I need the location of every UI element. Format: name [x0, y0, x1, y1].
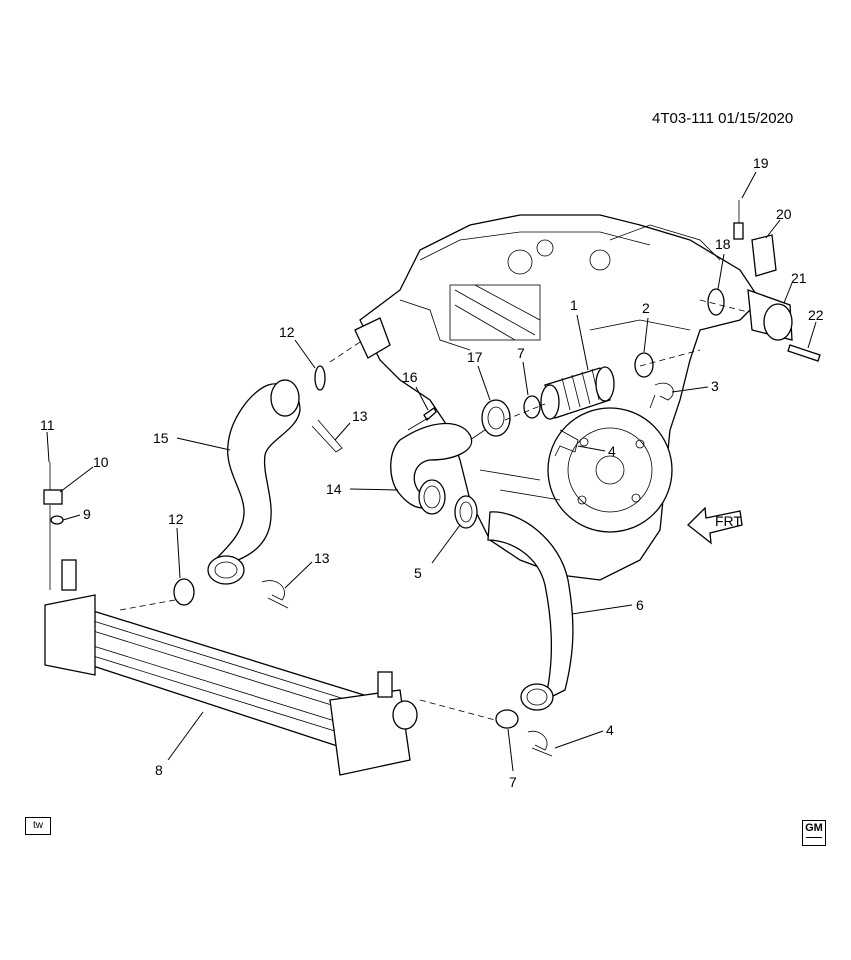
part-21-outlet-pipe [747, 289, 793, 341]
part-22-stud [787, 344, 821, 362]
callout-label: 7 [509, 774, 517, 790]
callout-label: 13 [352, 408, 368, 424]
gm-logo-underline [806, 837, 822, 838]
callout-label: 10 [93, 454, 109, 470]
part-19-bolt [733, 200, 744, 240]
callout-22: 22 [807, 307, 824, 349]
callout-label: 19 [753, 155, 769, 171]
part-7-seal-upper [523, 395, 541, 419]
callout-label: 20 [776, 206, 792, 222]
part-17-coupling [481, 399, 511, 437]
callout-7-upper: 7 [517, 345, 529, 396]
callout-1: 1 [570, 297, 589, 371]
callout-5: 5 [414, 524, 461, 581]
callout-label: 12 [168, 511, 184, 527]
part-3-clip [649, 382, 674, 409]
callout-label: 17 [467, 349, 483, 365]
callout-8: 8 [155, 711, 204, 778]
part-4-clip-lower [527, 730, 553, 757]
callout-21: 21 [783, 270, 807, 304]
part-6-hose [487, 511, 574, 711]
callout-18: 18 [715, 236, 731, 290]
callout-16: 16 [402, 369, 429, 411]
callout-label: 21 [791, 270, 807, 286]
part-4-clip-upper [554, 429, 579, 457]
callout-label: 15 [153, 430, 169, 446]
callout-17: 17 [467, 349, 491, 401]
callout-label: 5 [414, 565, 422, 581]
gm-logo-text: GM [805, 822, 823, 834]
part-20-sensor [751, 234, 777, 277]
callout-3: 3 [671, 378, 719, 394]
part-18-seal [707, 288, 725, 316]
callout-label: 2 [642, 300, 650, 316]
callout-label: 3 [711, 378, 719, 394]
callout-15: 15 [153, 430, 231, 451]
part-15-hose [207, 379, 301, 585]
callout-20: 20 [765, 206, 792, 239]
part-12-seal-upper [314, 365, 326, 391]
part-9-10-11-sensor [43, 462, 64, 590]
callout-10: 10 [59, 454, 109, 493]
part-8-charge-air-cooler [44, 559, 418, 776]
callout-4-upper: 4 [577, 443, 616, 459]
callout-13-lower: 13 [284, 550, 330, 589]
callout-9: 9 [62, 506, 91, 522]
part-7-seal-lower [495, 709, 519, 729]
part-1-inlet-pipe [540, 366, 615, 420]
callout-14: 14 [326, 481, 399, 497]
callout-19: 19 [741, 155, 769, 199]
front-label: FRT [715, 513, 742, 529]
callout-label: 18 [715, 236, 731, 252]
callout-4-lower: 4 [554, 722, 614, 749]
callout-label: 4 [606, 722, 614, 738]
tw-badge: tw [25, 817, 51, 835]
callout-7-lower: 7 [507, 728, 517, 790]
callout-label: 13 [314, 550, 330, 566]
callout-11: 11 [40, 417, 55, 463]
callout-label: 6 [636, 597, 644, 613]
callout-label: 8 [155, 762, 163, 778]
part-13-clip-lower [261, 580, 289, 609]
callout-label: 16 [402, 369, 418, 385]
callout-label: 22 [808, 307, 824, 323]
callout-label: 1 [570, 297, 578, 313]
part-14-hose [390, 422, 473, 515]
part-13-clip-upper [311, 419, 343, 453]
callout-label: 12 [279, 324, 295, 340]
callout-12-upper: 12 [279, 324, 316, 369]
callout-2: 2 [642, 300, 650, 353]
callout-label: 9 [83, 506, 91, 522]
callout-12-lower: 12 [168, 511, 184, 579]
front-direction-arrow: FRT [687, 506, 743, 545]
callout-label: 11 [40, 417, 55, 433]
callout-6: 6 [571, 597, 644, 615]
part-5-clamp [454, 495, 478, 529]
diagram-reference-code: 4T03-111 01/15/2020 [652, 110, 794, 127]
gm-logo: GM [802, 820, 826, 846]
callout-13-upper: 13 [334, 408, 368, 441]
part-16-bolt [407, 407, 437, 431]
part-12-seal-lower [173, 578, 195, 606]
callout-label: 14 [326, 481, 342, 497]
callout-label: 4 [608, 443, 616, 459]
callout-label: 7 [517, 345, 525, 361]
